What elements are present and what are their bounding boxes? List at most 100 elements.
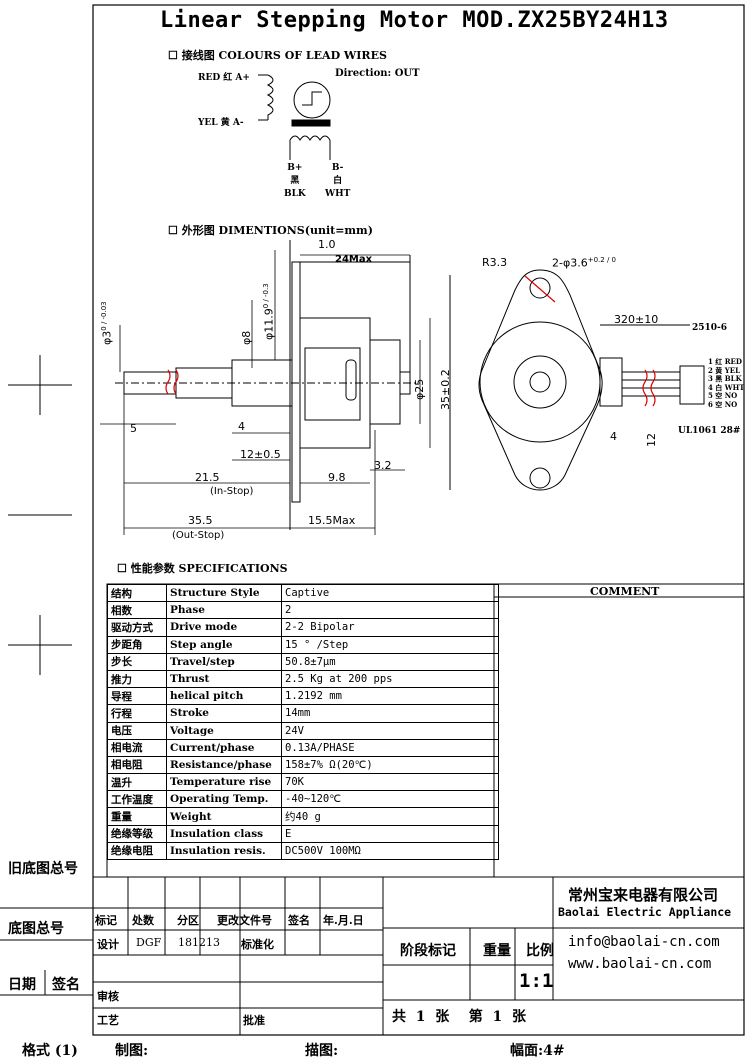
dim-r33: R3.3: [482, 256, 508, 269]
base-number: 底图总号: [8, 921, 64, 937]
dim-outstop: (Out-Stop): [172, 530, 225, 541]
spec-en: Temperature rise: [166, 773, 282, 792]
section-dimensions: ☐ 外形图 DIMENTIONS(unit=mm): [168, 224, 373, 237]
spec-val: DC500V 100MΩ: [281, 841, 499, 861]
spec-val: 158±7% Ω(20℃): [281, 755, 499, 775]
spec-val: 24V: [281, 721, 499, 740]
block-design: 设计: [97, 938, 119, 951]
dim-phi25: φ25: [413, 378, 426, 400]
spec-cn: 温升: [107, 773, 167, 792]
section-specs-label: 性能参数 SPECIFICATIONS: [130, 562, 288, 575]
company-cn: 常州宝来电器有限公司: [568, 886, 719, 904]
spec-cn: 相电阻: [107, 755, 167, 775]
direction-label: Direction: OUT: [335, 68, 420, 79]
spec-val: -40~120℃: [281, 790, 499, 809]
spec-en: Weight: [166, 807, 282, 826]
spec-val: 70K: [281, 773, 499, 792]
dim-1-0: 1.0: [318, 238, 336, 251]
footer-format: 格式 (1): [22, 1043, 78, 1059]
spec-en: Operating Temp.: [166, 790, 282, 809]
spec-en: Current/phase: [166, 738, 282, 757]
spec-val: 14mm: [281, 704, 499, 723]
spec-en: Travel/step: [166, 652, 282, 671]
wire-bplus-label: B+: [287, 163, 303, 173]
block-weight: 重量: [483, 943, 511, 959]
spec-val: 约40 g: [281, 807, 499, 826]
wire-red-label: RED 红 A+: [198, 73, 250, 83]
dim-holes-tol: +0.2 / 0: [587, 256, 616, 264]
side-view: [115, 240, 420, 530]
old-base-number: 旧底图总号: [8, 861, 78, 877]
wire-bplus-cn: 黑: [290, 176, 300, 186]
spec-cn: 步距角: [107, 635, 167, 654]
spec-cn: 重量: [107, 807, 167, 826]
spec-cn: 绝缘电阻: [107, 841, 167, 861]
wire-bminus-label: B-: [331, 163, 344, 173]
dim-holes: 2-φ3.6+0.2 / 0: [552, 256, 616, 270]
spec-en: Insulation class: [166, 824, 282, 843]
spec-val: 0.13A/PHASE: [281, 738, 499, 757]
dim-phi119: φ11.90 / -0.3: [262, 283, 276, 340]
dim-15-5: 15.5Max: [308, 514, 356, 527]
spec-val: 15 ° /Step: [281, 635, 499, 654]
dim-phi119-tol: 0 / -0.3: [262, 283, 270, 309]
spec-en: Structure Style: [166, 583, 282, 603]
wire-bplus-en: BLK: [284, 189, 306, 199]
block-craft: 工艺: [97, 1014, 119, 1027]
dim-3-2: 3.2: [374, 459, 392, 472]
dim-12b: 12: [645, 433, 658, 447]
dim-35: 35±0.2: [439, 369, 452, 410]
dim-5: 5: [130, 422, 137, 435]
spec-cn: 电压: [107, 721, 167, 740]
dim-4b: 4: [610, 430, 617, 443]
spec-val: E: [281, 824, 499, 843]
section-dimensions-label: 外形图 DIMENTIONS(unit=mm): [181, 224, 373, 237]
wiring-diagram: [258, 74, 331, 160]
section-wires: ☐ 接线图 COLOURS OF LEAD WIRES: [168, 49, 387, 62]
block-review: 审核: [97, 990, 119, 1003]
document-title: Linear Stepping Motor MOD.ZX25BY24H13: [160, 8, 669, 33]
block-change-doc: 更改文件号: [217, 914, 272, 927]
pin-4: 4 白 WHT: [708, 382, 745, 392]
spec-en: Voltage: [166, 721, 282, 740]
spec-cn: 步长: [107, 652, 167, 671]
footer-size: 幅面:4#: [510, 1043, 565, 1059]
dim-24max: 24Max: [335, 254, 373, 265]
block-zone: 分区: [177, 914, 199, 927]
dim-21-5: 21.5: [195, 471, 220, 484]
spec-cn: 相数: [107, 601, 167, 620]
company-web: www.baolai-cn.com: [568, 956, 712, 972]
spec-val: 1.2192 mm: [281, 687, 499, 706]
sign-label: 签名: [52, 977, 80, 993]
spec-cn: 工作温度: [107, 790, 167, 809]
wire-bminus: B- 白 WHT: [325, 162, 350, 201]
spec-val: 50.8±7μm: [281, 652, 499, 671]
pin-3: 3 黑 BLK: [708, 374, 742, 383]
spec-cn: 结构: [107, 583, 167, 603]
section-wires-label: 接线图 COLOURS OF LEAD WIRES: [181, 49, 387, 62]
spec-cn: 相电流: [107, 738, 167, 757]
block-design-date: 181213: [178, 936, 220, 949]
spec-val: 2-2 Bipolar: [281, 618, 499, 637]
spec-en: Insulation resis.: [166, 841, 282, 861]
company-email: info@baolai-cn.com: [568, 934, 720, 950]
spec-cn: 行程: [107, 704, 167, 723]
block-approve: 批准: [243, 1014, 265, 1027]
wire-bminus-cn: 白: [333, 176, 343, 186]
pin-1: 1 红 RED: [708, 357, 742, 366]
block-standardization: 标准化: [241, 938, 274, 951]
spec-en: Stroke: [166, 704, 282, 723]
spec-en: Thrust: [166, 669, 282, 689]
dim-connector: 2510-6: [692, 323, 728, 333]
spec-cn: 驱动方式: [107, 618, 167, 637]
